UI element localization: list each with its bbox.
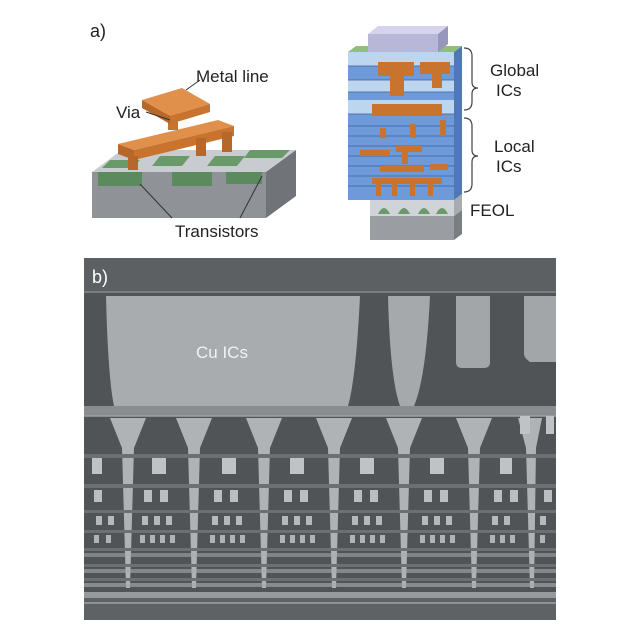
small-vias (92, 416, 554, 474)
local-copper (360, 120, 448, 196)
sem-cross-section (84, 258, 556, 620)
copper-metal-line (142, 88, 210, 124)
metal-line-label: Metal line (196, 67, 269, 86)
panel-b-label: b) (92, 267, 109, 287)
feol-label: FEOL (470, 201, 515, 220)
via-label: Via (116, 103, 141, 122)
fine-metal-rows (84, 553, 556, 598)
cu-ics-label: Cu ICs (196, 343, 248, 362)
brackets (463, 47, 479, 193)
copper-lower-line (118, 120, 234, 170)
panel-a-label: a) (90, 21, 107, 41)
local-label: Local (494, 137, 535, 156)
global-ics-label: ICs (496, 81, 522, 100)
interconnect-stack (348, 26, 462, 240)
level-bands (84, 454, 556, 581)
transistors-label: Transistors (175, 222, 259, 241)
global-copper (372, 62, 450, 116)
global-label: Global (490, 61, 540, 80)
transistor-regions (98, 150, 290, 186)
cu-block (106, 296, 360, 406)
feol-devices (378, 208, 448, 214)
leader-lines (139, 79, 263, 219)
via-pillars (110, 418, 542, 588)
interconnect-schematic (92, 26, 479, 240)
local-ics-label: ICs (496, 157, 522, 176)
